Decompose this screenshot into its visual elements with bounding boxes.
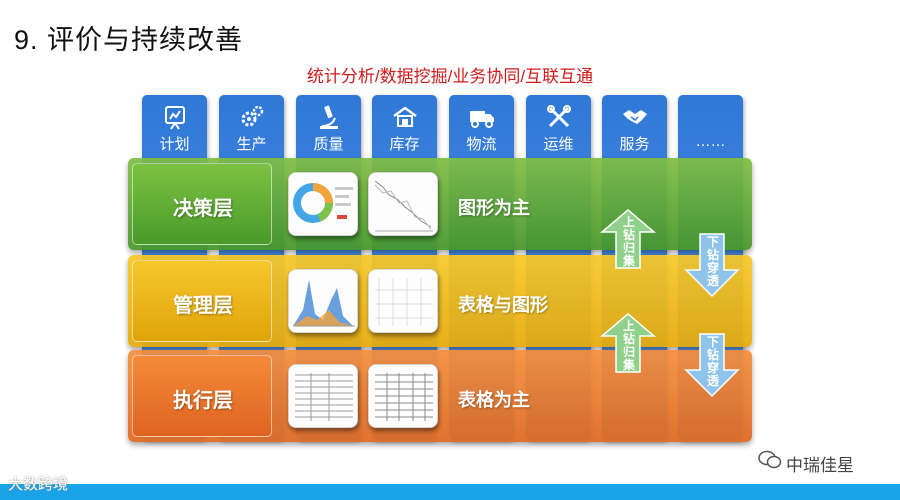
- drill-down-label: 下钻穿透: [706, 235, 719, 288]
- spreadsheet-thumbnail: [368, 364, 438, 428]
- module-label: ……: [695, 133, 726, 150]
- drill-up-arrow: 上钻归集: [598, 208, 658, 270]
- dashboard-thumbnail: [288, 172, 358, 236]
- area-chart-thumbnail: [288, 269, 358, 333]
- layer-band-management: 管理层 表格与图形: [128, 255, 752, 347]
- truck-icon: [470, 111, 494, 128]
- footer-bar: [0, 484, 900, 500]
- wechat-icon: [758, 450, 782, 469]
- module-label: 质量: [313, 136, 344, 153]
- drill-up-label: 上钻归集: [622, 215, 635, 268]
- warehouse-icon: [393, 106, 417, 127]
- module-label: 服务: [619, 136, 650, 153]
- layer-name: 执行层: [173, 390, 233, 412]
- handshake-icon: [623, 110, 647, 124]
- watermark-text: 中瑞佳星: [786, 456, 854, 475]
- microscope-icon: [320, 105, 338, 129]
- layer-description: 表格为主: [458, 390, 530, 410]
- layer-band-execution: 执行层 表格为主: [128, 350, 752, 442]
- layer-name: 管理层: [173, 295, 233, 317]
- module-label: 计划: [159, 136, 190, 153]
- layer-label-box: 管理层: [132, 260, 272, 342]
- layer-description: 表格与图形: [458, 295, 548, 315]
- spreadsheet-thumbnail: [288, 364, 358, 428]
- layer-description: 图形为主: [458, 198, 530, 218]
- module-label: 生产: [236, 136, 267, 153]
- subtitle: 统计分析/数据挖掘/业务协同/互联互通: [306, 67, 594, 86]
- grid-table-thumbnail: [368, 269, 438, 333]
- layer-label-box: 决策层: [132, 163, 272, 245]
- tools-icon: [547, 105, 571, 128]
- gears-icon: [241, 105, 264, 127]
- chart-board-icon: [165, 106, 185, 130]
- drill-down-label: 下钻穿透: [706, 335, 719, 388]
- module-label: 物流: [466, 136, 497, 153]
- module-label: 运维: [543, 136, 574, 153]
- drill-up-label: 上钻归集: [622, 319, 635, 372]
- line-chart-thumbnail: [368, 172, 438, 236]
- layer-name: 决策层: [173, 198, 233, 220]
- layer-label-box: 执行层: [132, 355, 272, 437]
- module-label: 库存: [389, 136, 420, 153]
- drill-down-arrow: 下钻穿透: [682, 332, 742, 398]
- page-title: 9. 评价与持续改善: [14, 25, 244, 55]
- layer-band-decision: 决策层 图形为主: [128, 158, 752, 250]
- drill-down-arrow: 下钻穿透: [682, 232, 742, 298]
- drill-up-arrow: 上钻归集: [598, 312, 658, 374]
- footer-logo: 大数跨境: [8, 476, 69, 493]
